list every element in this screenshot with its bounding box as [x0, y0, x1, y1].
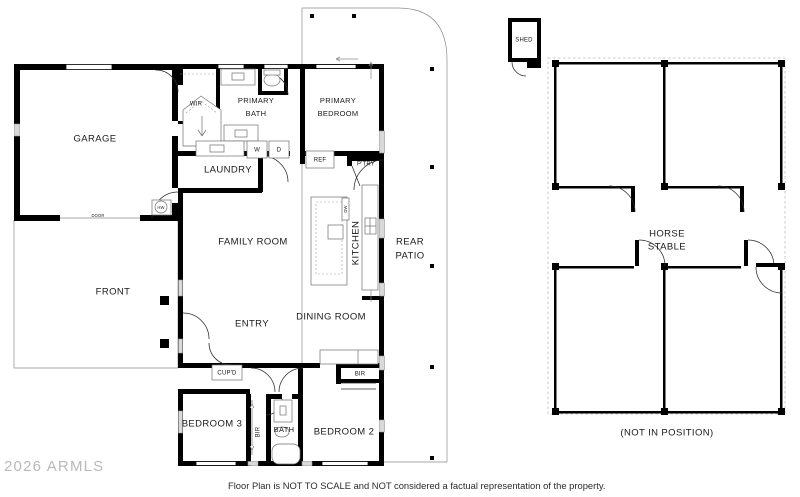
room-label-wir: WIR — [190, 102, 203, 108]
bir-bedroom2-label: BIR — [355, 372, 366, 378]
washer-label: W — [254, 148, 260, 154]
refrigerator-label: REF — [314, 158, 327, 164]
room-label-kitchen: KITCHEN — [351, 221, 362, 266]
room-label-family-room: FAMILY ROOM — [218, 237, 288, 248]
stable-label-2: STABLE — [648, 242, 686, 253]
stable-doors — [608, 185, 783, 294]
cupboard-label: CUP'D — [217, 371, 237, 377]
room-labels: GARAGE WIR PRIMARY BATH PRIMARY BEDROOM … — [73, 96, 424, 438]
shed: SHED — [508, 18, 541, 77]
room-label-bedroom-3: BEDROOM 3 — [182, 419, 243, 430]
room-label-garage: GARAGE — [73, 134, 116, 145]
dishwasher-label: DW — [343, 205, 348, 212]
room-label-front: FRONT — [96, 287, 131, 298]
hot-water-label: HW — [157, 205, 164, 210]
pantry-label: P'TRY — [357, 162, 375, 168]
stable-label-1: HORSE — [649, 229, 685, 240]
room-label-primary-bed-2: BEDROOM — [318, 109, 359, 118]
room-label-primary-bed-1: PRIMARY — [320, 96, 356, 105]
room-label-primary-bath-1: PRIMARY — [238, 96, 274, 105]
room-label-bath: BATH — [274, 425, 295, 434]
room-label-dining-room: DINING ROOM — [296, 312, 366, 323]
horse-stable: HORSE STABLE (NOT IN POSITION) — [547, 57, 786, 439]
room-label-primary-bath-2: BATH — [246, 109, 267, 118]
stable-not-in-position-note: (NOT IN POSITION) — [620, 428, 713, 439]
bir-bedroom3-label: BIR — [256, 426, 262, 437]
watermark: 2026 ARMLS — [4, 458, 105, 475]
room-label-laundry: LAUNDRY — [204, 165, 252, 176]
shed-label: SHED — [515, 38, 533, 44]
rear-patio-outline — [301, 7, 448, 463]
patio-door-arrow — [368, 61, 374, 79]
room-label-bedroom-2: BEDROOM 2 — [314, 427, 375, 438]
room-label-rear-patio-1: REAR — [396, 237, 424, 248]
dryer-label: D — [277, 148, 282, 154]
disclaimer-caption: Floor Plan is NOT TO SCALE and NOT consi… — [228, 480, 606, 491]
room-label-entry: ENTRY — [235, 319, 269, 330]
windows — [14, 56, 385, 466]
sliding-door-arrow — [335, 56, 358, 62]
room-label-rear-patio-2: PATIO — [395, 251, 424, 262]
bathroom-kitchen-fixtures: W D REF P'TRY DW CUP'D HW DOOR BIR BIR — [60, 68, 379, 465]
garage-door-label: DOOR — [92, 213, 105, 218]
